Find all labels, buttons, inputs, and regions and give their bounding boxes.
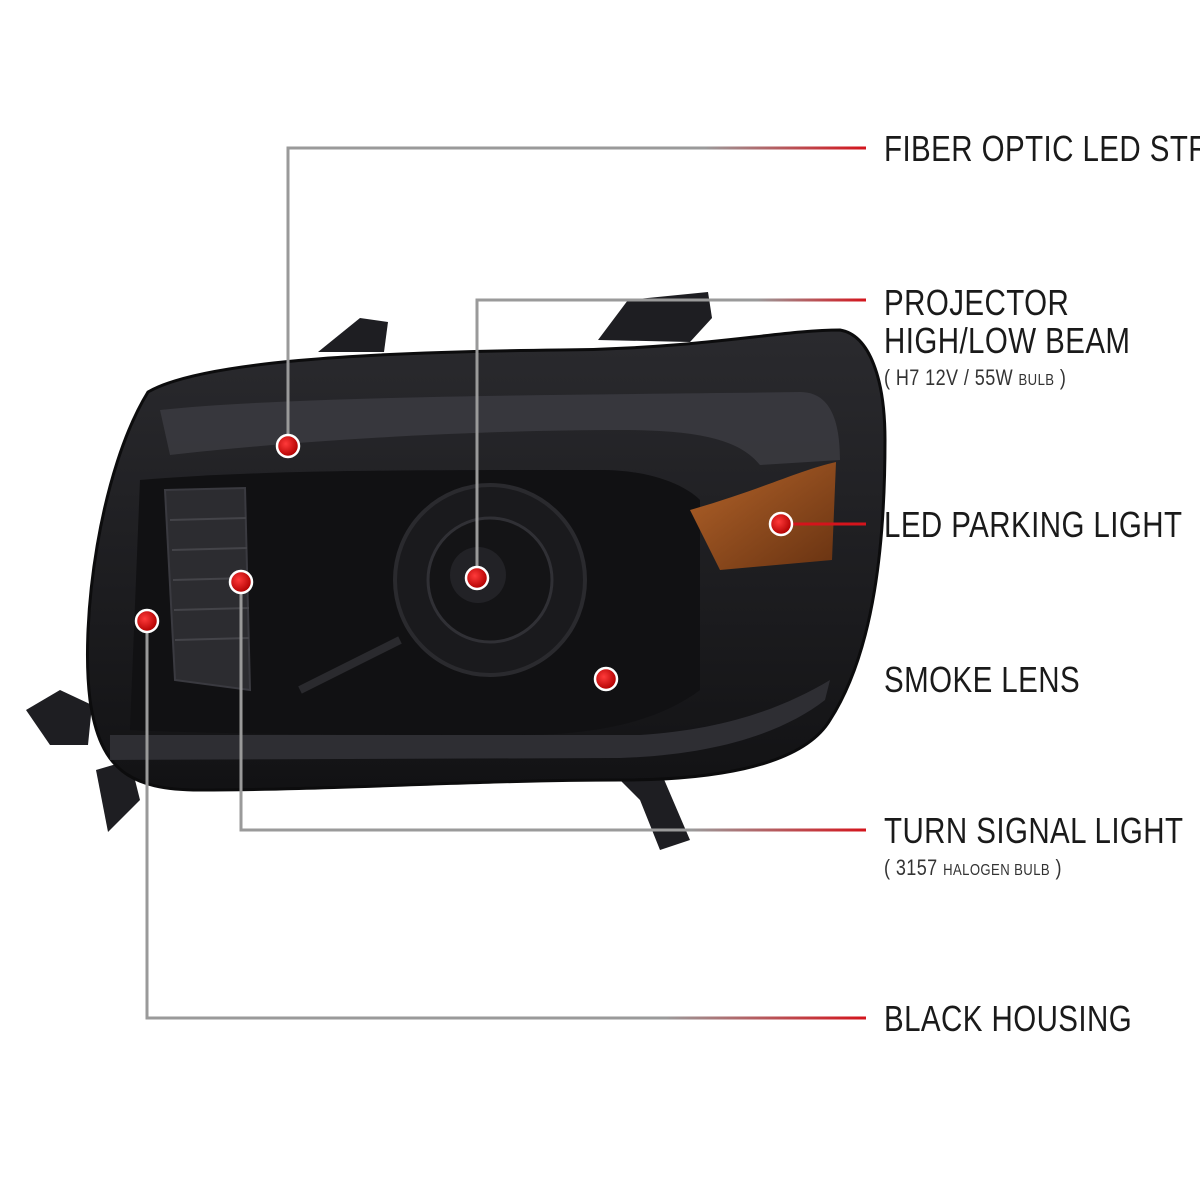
mount-tab-side	[26, 690, 92, 745]
spec-bulb-word: BULB	[1018, 372, 1055, 389]
label-parking-light: LED PARKING LIGHT	[884, 504, 1183, 545]
label-turn-signal: TURN SIGNAL LIGHT	[884, 810, 1184, 851]
label-fiber-optic: FIBER OPTIC LED STRIPS	[884, 128, 1200, 169]
dot-parking	[768, 511, 794, 537]
spec-voltage-wattage: 12V / 55W	[925, 365, 1014, 390]
spec-bulb-type: H7	[895, 365, 920, 390]
label-turn-spec: ( 3157 HALOGEN BULB )	[884, 856, 1062, 883]
dot-housing	[134, 608, 160, 634]
amber-parking-light	[690, 462, 836, 570]
dot-projector	[464, 565, 490, 591]
headlight-assembly	[26, 292, 887, 850]
spec-close-paren: )	[1059, 365, 1067, 390]
label-projector-line2: HIGH/LOW BEAM	[884, 320, 1131, 361]
dot-fiber	[275, 433, 301, 459]
leader-housing	[145, 621, 866, 1020]
leader-turn	[239, 582, 866, 832]
label-projector-spec: ( H7 12V / 55W BULB )	[884, 366, 1066, 393]
label-black-housing: BLACK HOUSING	[884, 998, 1133, 1039]
spec-bulb-type: 3157	[895, 855, 938, 880]
spec-close-paren: )	[1055, 855, 1062, 880]
callout-dots	[134, 433, 794, 692]
smoke-lens-lower-strip	[110, 680, 830, 760]
spec-open-paren: (	[884, 365, 891, 390]
mount-tab-top-left	[318, 318, 388, 352]
dot-smoke	[593, 666, 619, 692]
label-smoke-lens: SMOKE LENS	[884, 659, 1081, 700]
mount-tab-top-right	[598, 292, 712, 342]
mount-tab-bottom-left	[96, 760, 140, 832]
dot-turn	[228, 569, 254, 595]
mount-tab-bottom-right	[610, 770, 690, 850]
leader-projector	[475, 298, 866, 576]
label-projector-line1: PROJECTOR	[884, 282, 1070, 323]
spec-open-paren: (	[884, 855, 891, 880]
leader-fiber	[286, 146, 866, 444]
fiber-optic-strip	[160, 392, 840, 465]
leader-lines	[145, 146, 866, 1020]
spec-halogen-bulb: HALOGEN BULB	[943, 862, 1051, 879]
